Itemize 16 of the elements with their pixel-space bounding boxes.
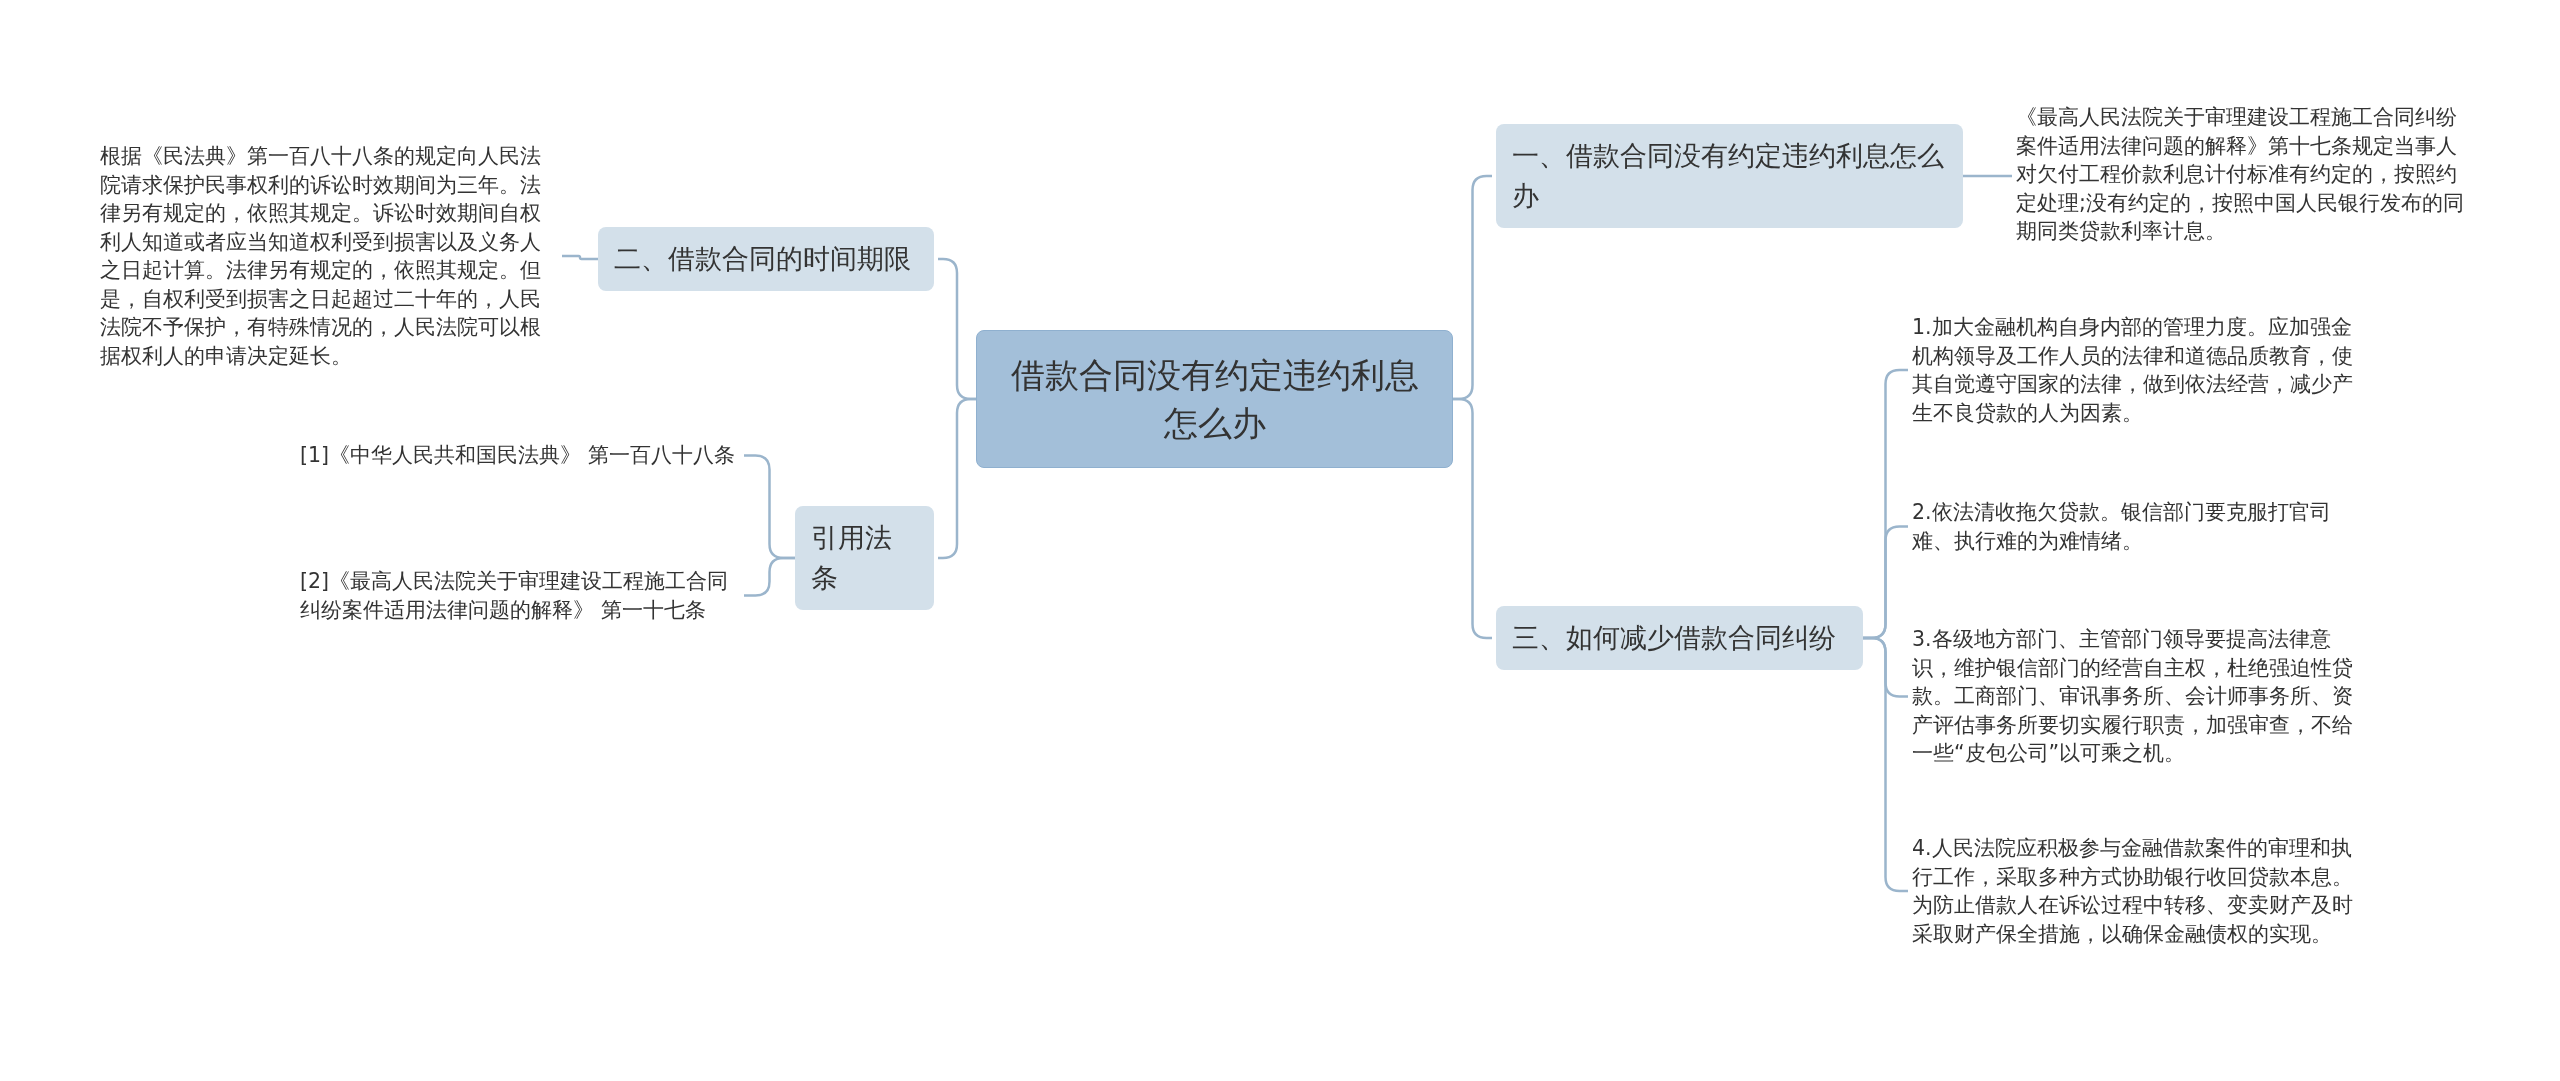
connector-line [562, 254, 598, 261]
central-topic-box: 借款合同没有约定违约利息怎么办 [976, 330, 1453, 468]
note-text: 《最高人民法院关于审理建设工程施工合同纠纷案件适用法律问题的解释》第十七条规定当事人对欠付工程价款利息计付标准有约定的，按照约定处理;没有约定的，按照中国人民银行发布的同期同类贷款利率计息。 [2016, 103, 2466, 246]
note-text: 2.依法清收拖欠贷款。银信部门要克服打官司难、执行难的为难情绪。 [1912, 498, 2364, 555]
topic-box: 二、借款合同的时间期限 [598, 227, 934, 291]
connector-line [744, 556, 795, 597]
note-text: [1]《中华人民共和国民法典》 第一百八十八条 [300, 441, 740, 470]
note-text: 4.人民法院应积极参与金融借款案件的审理和执行工作，采取多种方式协助银行收回贷款本息。为防止借款人在诉讼过程中转移、变卖财产及时采取财产保全措施，以确保金融债权的实现。 [1912, 834, 2364, 948]
topic-box: 引用法条 [795, 506, 934, 610]
topic-box: 一、借款合同没有约定违约利息怎么办 [1496, 124, 1963, 228]
note-text: [2]《最高人民法院关于审理建设工程施工合同纠纷案件适用法律问题的解释》 第一十七条 [300, 567, 740, 624]
note-text: 3.各级地方部门、主管部门领导要提高法律意识，维护银信部门的经营自主权，杜绝强迫性贷款。工商部门、审讯事务所、会计师事务所、资产评估事务所要切实履行职责，加强审查，不给一些“皮包公司”以可乘之机。 [1912, 625, 2364, 768]
topic-box: 三、如何减少借款合同纠纷 [1496, 606, 1863, 670]
note-text: 1.加大金融机构自身内部的管理力度。应加强金机构领导及工作人员的法律和道德品质教育，使其自觉遵守国家的法律，做到依法经营，减少产生不良贷款的人为因素。 [1912, 313, 2364, 427]
connector-line [1963, 174, 2012, 178]
note-text: 根据《民法典》第一百八十八条的规定向人民法院请求保护民事权利的诉讼时效期间为三年。法律另有规定的，依照其规定。诉讼时效期间自权利人知道或者应当知道权利受到损害以及义务人之日起计算。法律另有规定的，依照其规定。但是，自权利受到损害之日起超过二十年的，人民法院不予保护，有特殊情况的，人民法院可以根据权利人的申请决定延长。 [100, 142, 558, 370]
